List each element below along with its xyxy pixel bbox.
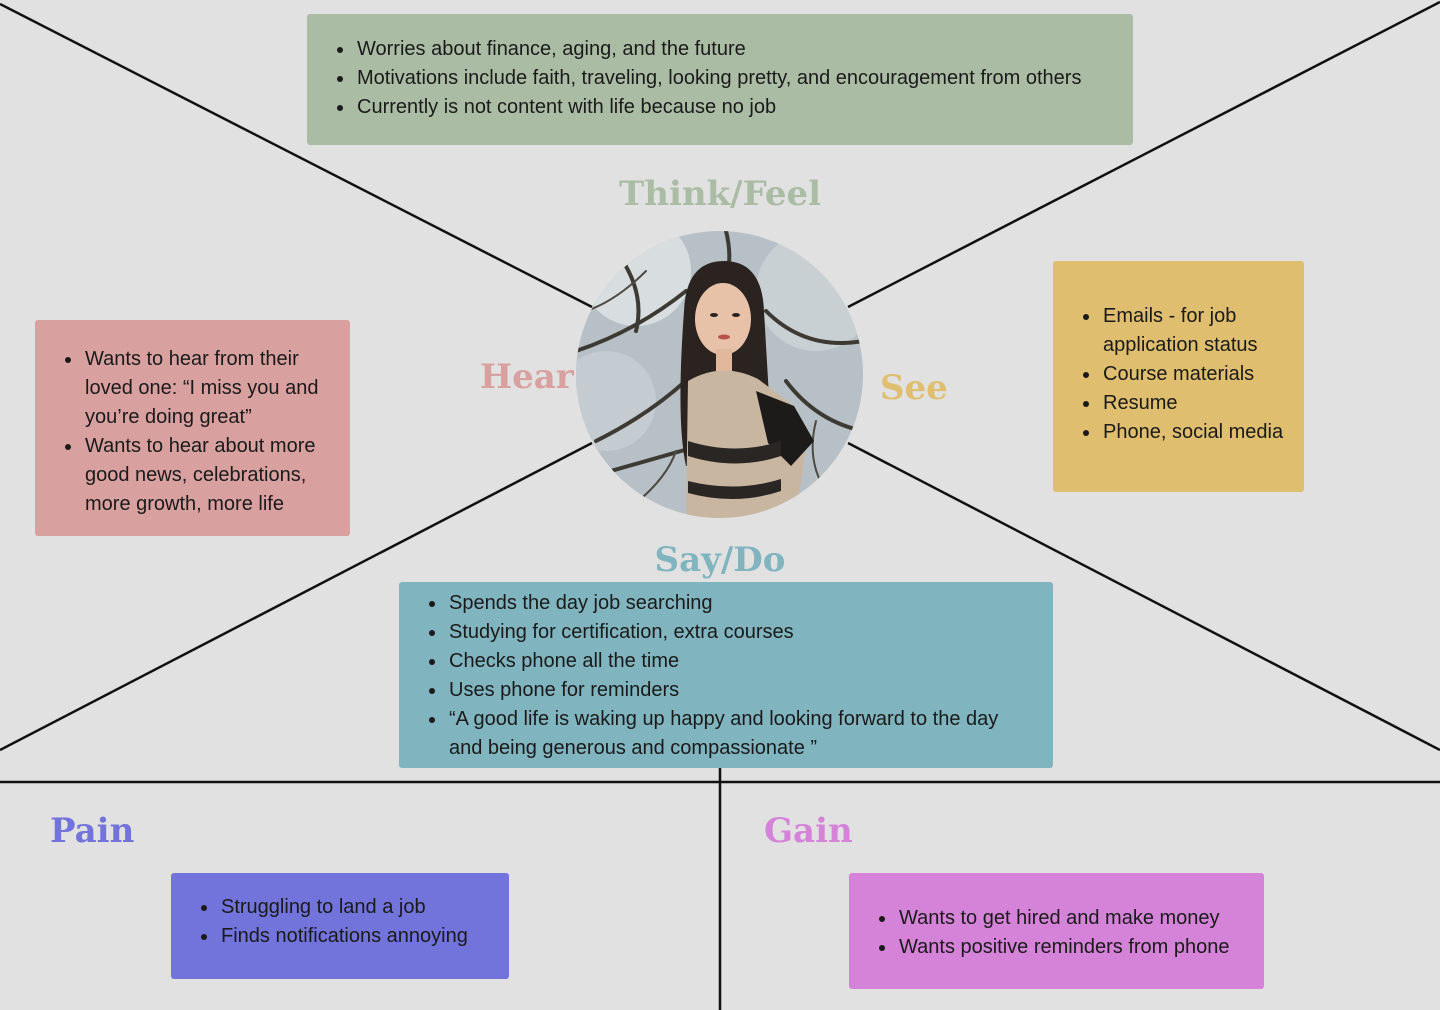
list-item: Finds notifications annoying <box>219 922 509 951</box>
say-do-list: Spends the day job searching Studying fo… <box>399 589 1033 763</box>
list-item: Course materials <box>1101 360 1296 389</box>
list-item: Motivations include faith, traveling, lo… <box>355 64 1133 93</box>
see-label: See <box>880 368 948 408</box>
list-item: Resume <box>1101 389 1296 418</box>
list-item: Wants positive reminders from phone <box>897 933 1264 962</box>
list-item: Wants to get hired and make money <box>897 904 1264 933</box>
pain-box: Struggling to land a job Finds notificat… <box>171 873 509 979</box>
hear-box: Wants to hear from their loved one: “I m… <box>35 320 350 536</box>
list-item: Wants to hear from their loved one: “I m… <box>83 345 350 432</box>
hear-label: Hear <box>480 357 574 397</box>
list-item: “A good life is waking up happy and look… <box>447 705 1033 763</box>
see-list: Emails - for job application status Cour… <box>1053 302 1296 447</box>
list-item: Checks phone all the time <box>447 647 1033 676</box>
say-do-label: Say/Do <box>654 540 786 580</box>
list-item: Phone, social media <box>1101 418 1296 447</box>
diagonal-line-bottom-right <box>847 441 1440 752</box>
think-feel-label: Think/Feel <box>618 174 822 214</box>
pain-list: Struggling to land a job Finds notificat… <box>171 893 509 951</box>
list-item: Uses phone for reminders <box>447 676 1033 705</box>
diagonal-line-bottom-left <box>0 441 593 752</box>
list-item: Currently is not content with life becau… <box>355 93 1133 122</box>
list-item: Struggling to land a job <box>219 893 509 922</box>
list-item: Studying for certification, extra course… <box>447 618 1033 647</box>
gain-box: Wants to get hired and make money Wants … <box>849 873 1264 989</box>
list-item: Worries about finance, aging, and the fu… <box>355 35 1133 64</box>
diagonal-line-top-right <box>847 0 1440 309</box>
see-box: Emails - for job application status Cour… <box>1053 261 1304 492</box>
hear-list: Wants to hear from their loved one: “I m… <box>35 345 350 519</box>
say-do-box: Spends the day job searching Studying fo… <box>399 582 1053 768</box>
think-feel-list: Worries about finance, aging, and the fu… <box>307 35 1133 122</box>
gain-label: Gain <box>764 811 853 851</box>
pain-label: Pain <box>50 811 135 851</box>
persona-photo-icon <box>576 231 863 518</box>
list-item: Spends the day job searching <box>447 589 1033 618</box>
list-item: Wants to hear about more good news, cele… <box>83 432 350 519</box>
list-item: Emails - for job application status <box>1101 302 1296 360</box>
diagonal-line-top-left <box>0 2 593 309</box>
think-feel-box: Worries about finance, aging, and the fu… <box>307 14 1133 145</box>
gain-list: Wants to get hired and make money Wants … <box>849 904 1264 962</box>
